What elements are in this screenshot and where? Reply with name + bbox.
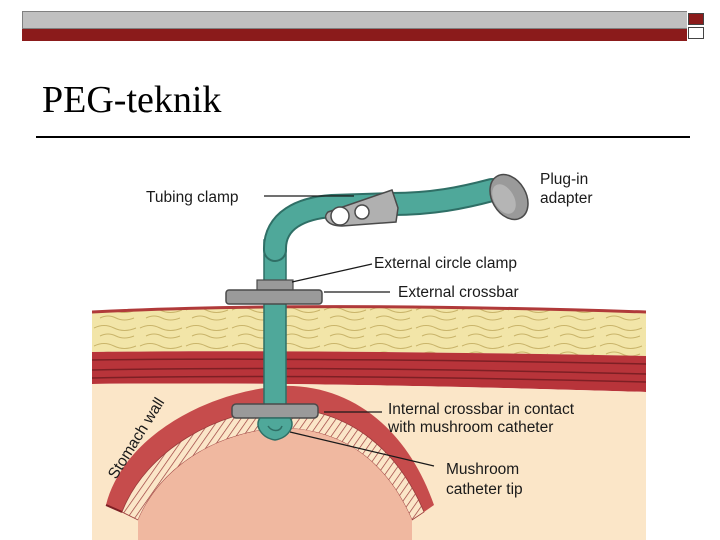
label-external-crossbar: External crossbar [398, 284, 519, 301]
label-internal-crossbar-line1: Internal crossbar in contact [388, 401, 575, 418]
title-divider [36, 136, 690, 138]
stomach-lumen [138, 428, 412, 540]
internal-crossbar [231, 403, 319, 419]
slide-header-bar [22, 11, 687, 29]
slide-corner-decoration [688, 11, 706, 41]
label-external-circle-clamp: External circle clamp [374, 255, 517, 272]
label-mushroom-tip-line1: Mushroom [446, 461, 519, 478]
peg-diagram-svg: Tubing clamp Plug-in adapter External ci… [92, 160, 646, 540]
corner-box-filled [688, 13, 704, 25]
leader-lines [264, 195, 435, 467]
plug-in-adapter-icon [489, 173, 529, 221]
feeding-tube [263, 239, 287, 416]
corner-box-empty [688, 27, 704, 39]
mushroom-catheter-icon [257, 417, 293, 441]
label-plug-in-adapter-line2: adapter [540, 190, 593, 207]
label-mushroom-tip-line2: catheter tip [446, 481, 523, 498]
page-title: PEG-teknik [42, 79, 222, 121]
stomach-wall-outer [106, 385, 434, 512]
peg-diagram: Tubing clamp Plug-in adapter External ci… [92, 160, 646, 540]
label-internal-crossbar-line2: with mushroom catheter [387, 419, 553, 436]
slide-header-accent [22, 29, 687, 41]
label-tubing-clamp: Tubing clamp [146, 189, 238, 206]
tubing-clamp-icon [324, 189, 399, 227]
external-crossbar [225, 289, 323, 305]
label-plug-in-adapter-line1: Plug-in [540, 171, 588, 188]
